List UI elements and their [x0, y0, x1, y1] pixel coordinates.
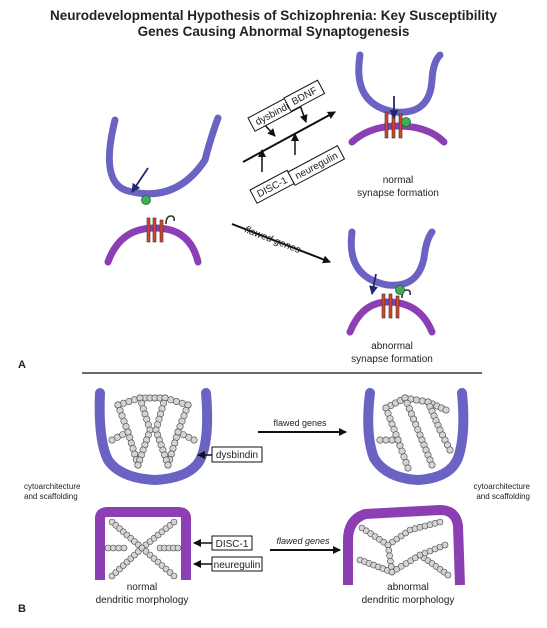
scaffold-bead	[167, 396, 175, 404]
presynaptic-terminal-left	[105, 114, 222, 198]
normal-dendritic-caption-line1: normal	[127, 582, 158, 593]
abnormal-dendritic-caption-line1: abnormal	[387, 582, 429, 593]
dendrite-normal	[95, 507, 191, 580]
right-side-label-line1: cytoarchitecture	[474, 482, 531, 491]
scaffold-bead	[418, 397, 426, 405]
dysbindin-label-b: dysbindin	[216, 450, 258, 461]
flawed-genes-label-a: flawed genes	[243, 225, 302, 256]
receptors-abnormal	[369, 273, 411, 319]
flawed-genes-arrow-a	[231, 223, 331, 264]
disc1-label-b: DISC-1	[216, 539, 249, 550]
scaffold-bead	[387, 557, 394, 565]
scaffold-bead	[174, 544, 182, 552]
scaffold-bead	[441, 541, 449, 549]
normal-caption-line1: normal	[383, 175, 414, 186]
presynaptic-terminal-normal	[355, 51, 444, 116]
scaffold-bead	[124, 428, 132, 436]
scaffold-bead	[412, 396, 420, 404]
bdnf-arrow	[299, 104, 308, 123]
abnormal-dendritic-caption-line2: dendritic morphology	[362, 595, 455, 606]
neurotransmitter-left	[141, 195, 151, 205]
gene-box-neuregulin: neuregulin	[287, 145, 346, 186]
scaffold-bead	[388, 568, 396, 576]
scaffold-bead	[446, 446, 454, 454]
dysbindin-box-b	[211, 446, 263, 463]
scaffold-bead	[384, 541, 392, 549]
flawed-genes-label-b-top: flawed genes	[273, 418, 327, 428]
scaffold-bead	[120, 544, 128, 552]
scaffold-dendrite-normal	[104, 518, 182, 580]
normal-caption-line2: synapse formation	[357, 188, 439, 199]
title-line-1: Neurodevelopmental Hypothesis of Schizop…	[49, 8, 498, 23]
scaffold-bead	[173, 397, 181, 405]
scaffold-bead	[376, 436, 384, 444]
scaffold-bead	[134, 461, 142, 469]
dendritic-spine-abnormal	[363, 388, 469, 486]
gene-box-disc1: DISC-1	[249, 169, 295, 204]
vesicle-arrow-left	[131, 167, 149, 193]
right-side-label-line2: and scaffolding	[476, 492, 530, 501]
flawed-genes-label-b-bottom: flawed genes	[276, 536, 330, 546]
scaffold-bead	[436, 518, 444, 526]
postsynaptic-abnormal	[346, 298, 436, 336]
dendrite-abnormal	[343, 504, 465, 586]
neuregulin-label-b: neuregulin	[214, 560, 261, 571]
dendritic-spine-normal	[94, 388, 213, 486]
abnormal-caption-line2: synapse formation	[351, 354, 433, 365]
scaffold-dendrite-abnormal	[356, 518, 452, 579]
scaffold-bead	[407, 557, 415, 565]
gene-box-bdnf: BDNF	[283, 79, 326, 112]
scaffold-bead	[388, 436, 396, 444]
scaffold-bead	[394, 436, 402, 444]
scaffold-bead	[442, 406, 450, 414]
scaffold-bead	[444, 571, 452, 579]
disc1-box-b	[211, 535, 253, 551]
neuregulin-box-b	[211, 556, 263, 572]
scaffold-bead	[170, 518, 178, 526]
scaffold-bead	[404, 464, 412, 472]
scaffold-bead	[387, 563, 395, 570]
scaffold-bead	[178, 399, 186, 407]
receptors-normal	[384, 96, 411, 139]
gene-cluster: dysbindin BDNF DISC-1 neuregulin	[242, 79, 346, 204]
receptors-left	[146, 215, 175, 243]
normal-dendritic-caption-line2: dendritic morphology	[96, 595, 189, 606]
abnormal-caption-line1: abnormal	[371, 341, 413, 352]
presynaptic-terminal-abnormal	[347, 228, 436, 289]
scaffold-bead	[386, 552, 393, 560]
postsynaptic-normal	[348, 122, 448, 146]
scaffold-bead	[174, 428, 182, 436]
title-line-2: Genes Causing Abnormal Synaptogenesis	[137, 24, 410, 39]
scaffold-bead	[428, 461, 436, 469]
left-side-label-line1: cytoarchitecture	[24, 482, 81, 491]
scaffold-bead	[385, 547, 393, 554]
left-side-label-line2: and scaffolding	[24, 492, 78, 501]
panel-label-a: A	[18, 359, 26, 371]
scaffold-bead	[170, 572, 178, 580]
scaffold-bead	[164, 461, 172, 469]
scaffold-normal	[108, 394, 198, 469]
panel-label-b: B	[18, 603, 26, 615]
scaffold-abnormal-top	[376, 394, 454, 472]
figure-title: Neurodevelopmental Hypothesis of Schizop…	[0, 8, 547, 40]
scaffold-bead	[382, 436, 390, 444]
